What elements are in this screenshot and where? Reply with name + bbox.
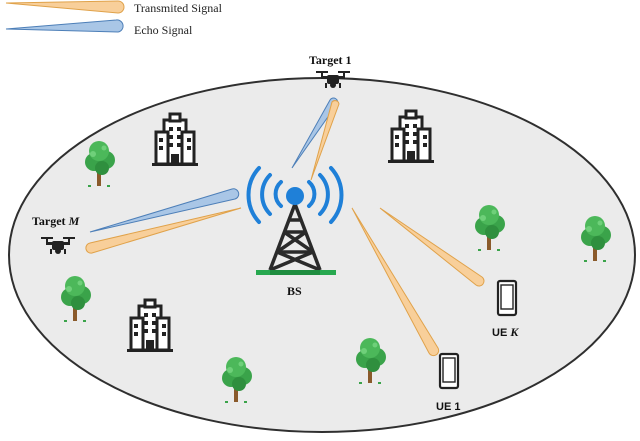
transmitted-beam-ueK: [379, 207, 485, 287]
legend-transmitted-beam: [5, 0, 125, 14]
bs-label: BS: [287, 284, 302, 298]
ueK-label: UE K: [492, 325, 519, 339]
legend-echo-beam: [5, 19, 124, 33]
phone-ueK-icon: [496, 279, 518, 317]
ue1-label: UE 1: [436, 401, 460, 413]
transmitted-beam-target1: [310, 100, 340, 181]
transmitted-beam-ue1: [351, 207, 440, 357]
target1-label: Target 1: [309, 53, 352, 67]
echo-beam-targetM: [89, 188, 240, 233]
phone-ue1-icon: [438, 352, 460, 390]
transmitted-beam-targetM: [85, 207, 242, 254]
legend-echo-label: Echo Signal: [134, 23, 193, 37]
legend-transmitted-label: Transmited Signal: [134, 1, 223, 15]
legend: Transmited Signal Echo Signal: [5, 0, 223, 37]
base-station-icon: [246, 166, 344, 275]
coverage-area: [8, 77, 636, 433]
targetM-label: Target M: [32, 214, 80, 228]
